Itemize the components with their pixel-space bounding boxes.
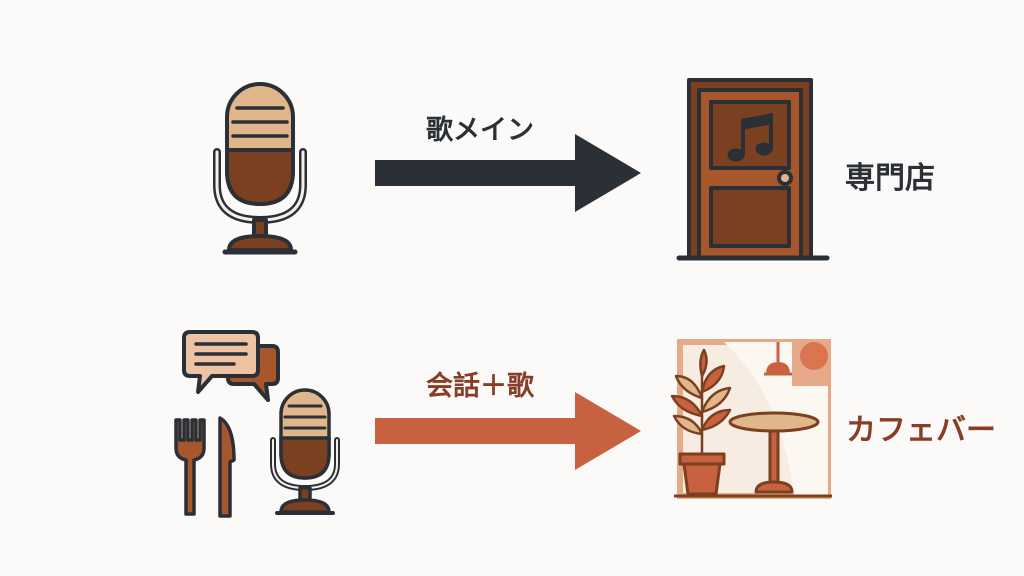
dest-label-cafe-bar: カフェバー [846, 413, 996, 448]
row-singing-specialty: 歌メイン [0, 50, 1024, 310]
speech-bubbles-icon [182, 330, 280, 402]
cafe-plant-table-icon [670, 339, 832, 499]
knife-icon [218, 416, 236, 518]
arrow-label-conversation-singing: 会話＋歌 [426, 371, 534, 402]
arrow-label-singing-main: 歌メイン [426, 115, 534, 146]
fork-icon [174, 418, 206, 516]
row-conversation-singing: 会話＋歌 [0, 300, 1024, 560]
small-microphone-icon [270, 388, 340, 515]
arrow-right-dark [375, 134, 641, 212]
microphone-icon [213, 82, 307, 255]
dest-label-specialty-store: 専門店 [845, 161, 935, 196]
arrow-right-terracotta [375, 392, 641, 470]
door-music-note-icon [676, 78, 830, 261]
